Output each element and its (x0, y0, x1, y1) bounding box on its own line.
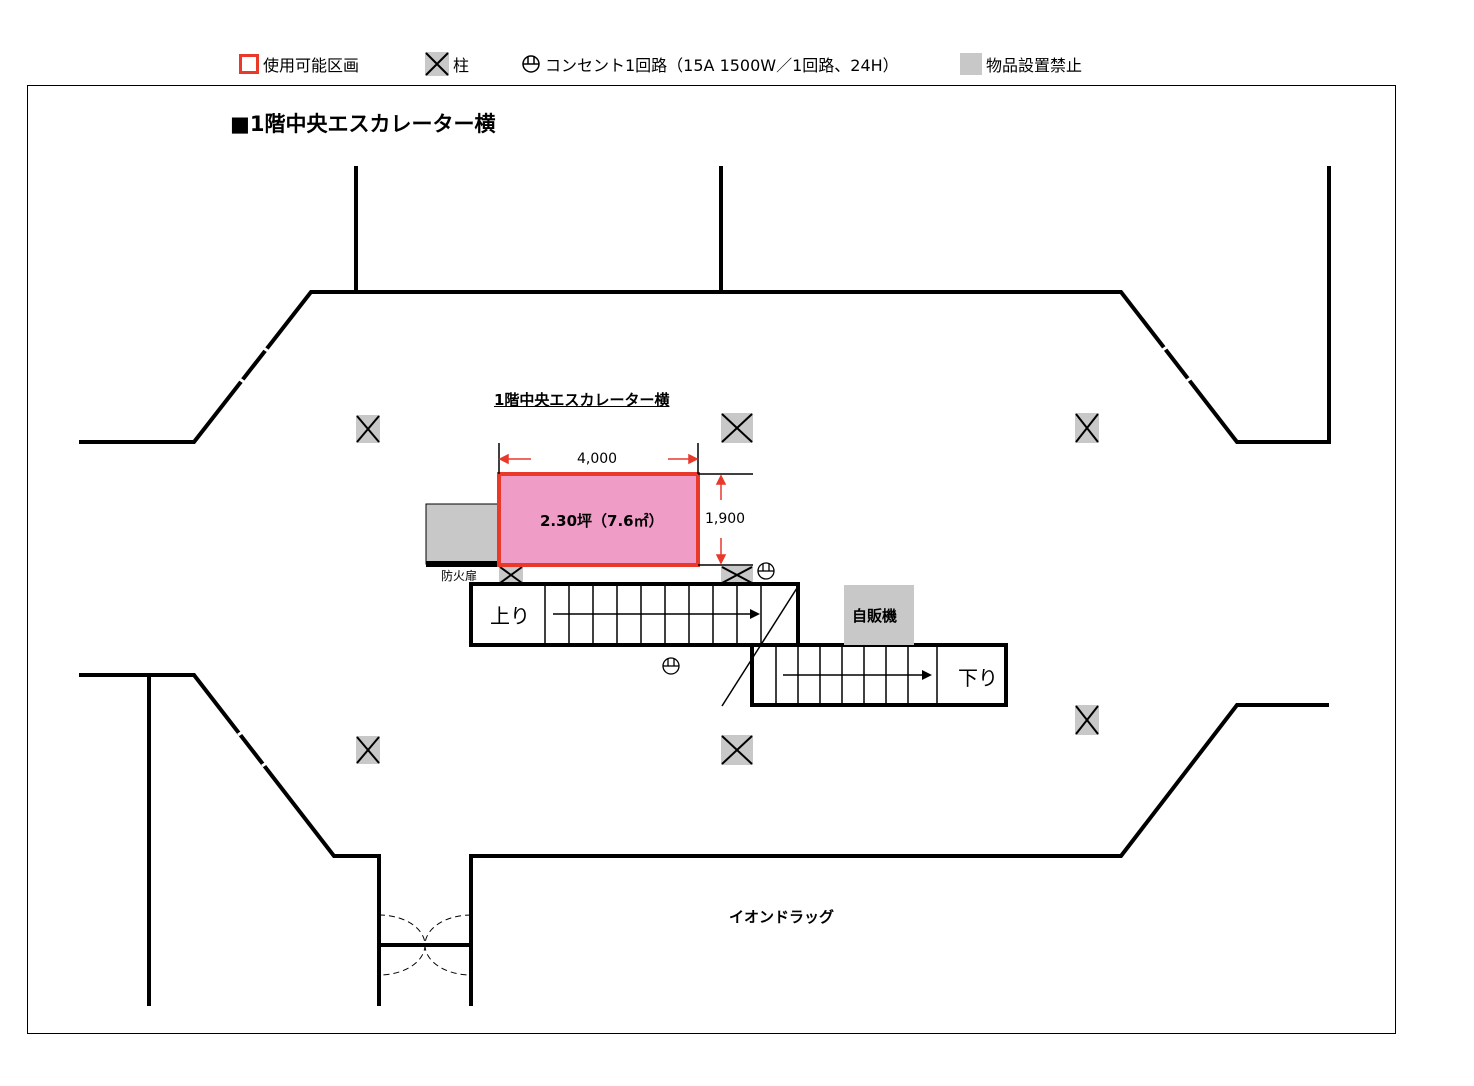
store-name: イオンドラッグ (729, 908, 835, 926)
vending-machine (844, 585, 914, 645)
pillar-icon (721, 566, 753, 584)
legend-usable-area: 使用可能区画 (239, 50, 359, 78)
usable-area-swatch-icon (239, 54, 259, 74)
up-escalator (469, 582, 800, 647)
down-escalator-label: 下り (958, 666, 998, 690)
pillar-icon (499, 566, 523, 584)
page-title: ■1階中央エスカレーター横 (230, 112, 496, 136)
legend: 使用可能区画 柱 コンセント1回路（15A 1500W／1回路、24H） 物品設… (0, 50, 1474, 78)
width-dimension: 4,000 (577, 451, 618, 467)
escalator-break-line (721, 587, 798, 707)
pillars (356, 413, 1099, 765)
pillar-icon (1075, 413, 1099, 443)
legend-no-items-label: 物品設置禁止 (986, 56, 1083, 75)
legend-pillar-label: 柱 (453, 56, 470, 75)
pillar-icon (721, 735, 753, 765)
area-title: 1階中央エスカレーター横 (494, 391, 670, 409)
area-size: 2.30坪（7.6㎡） (540, 512, 664, 530)
vending-machine-label: 自販機 (852, 607, 898, 625)
pillar-icon (1075, 705, 1099, 735)
legend-no-items: 物品設置禁止 (960, 50, 1082, 78)
pillar-icon (356, 736, 380, 764)
outlet-icon (757, 562, 775, 580)
no-items-swatch-icon (960, 53, 982, 75)
legend-outlet-label: コンセント1回路（15A 1500W／1回路、24H） (545, 56, 899, 75)
fire-door-area (425, 503, 500, 567)
up-escalator-label: 上り (490, 604, 530, 628)
legend-outlet: コンセント1回路（15A 1500W／1回路、24H） (521, 50, 899, 78)
legend-usable-area-label: 使用可能区画 (263, 56, 360, 75)
extension-lines (498, 443, 753, 566)
dimension-arrows (498, 453, 727, 565)
door-swing-arcs (378, 914, 472, 976)
pillar-icon (356, 415, 380, 443)
wall-break-marks (237, 345, 1192, 768)
outlet-icon (522, 55, 540, 73)
legend-pillar: 柱 (425, 50, 469, 78)
pillar-icon (425, 52, 449, 76)
usable-area (497, 472, 700, 567)
walls (79, 166, 1331, 1006)
pillar-icon (721, 413, 753, 443)
fire-door-label: 防火扉 (441, 569, 478, 583)
height-dimension: 1,900 (705, 511, 746, 527)
outlet-icon (662, 657, 680, 675)
floor-plan-frame (27, 85, 1396, 1034)
